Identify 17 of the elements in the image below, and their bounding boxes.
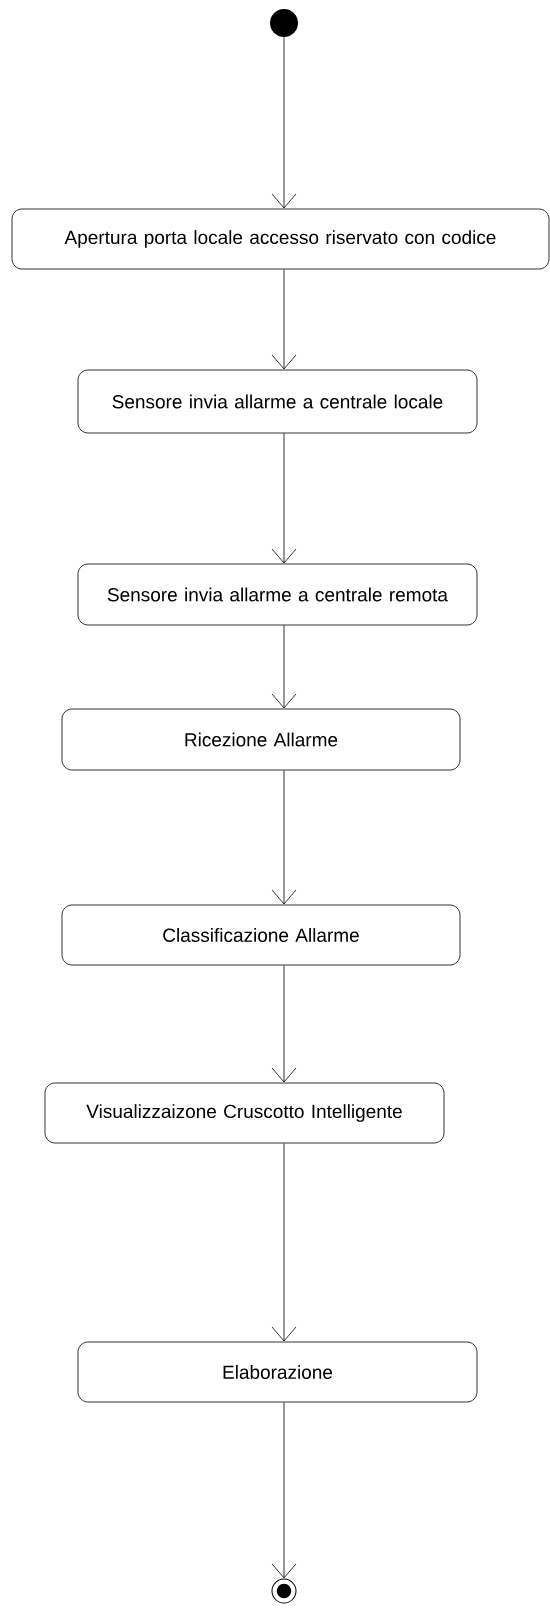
activity-box: Visualizzaizone Cruscotto Intelligente — [44, 1082, 445, 1144]
activity-box: Sensore invia allarme a centrale remota — [77, 563, 478, 626]
arrow — [271, 965, 297, 1083]
activity-box: Apertura porta locale accesso riservato con codice — [11, 208, 550, 270]
arrow — [271, 1402, 297, 1579]
arrow — [271, 770, 297, 905]
arrow — [271, 1143, 297, 1342]
start-node — [270, 9, 298, 37]
arrow — [271, 269, 297, 370]
arrow — [271, 625, 297, 709]
arrow — [271, 36, 297, 209]
activity-box: Sensore invia allarme a centrale locale — [77, 369, 478, 434]
arrow — [271, 433, 297, 564]
activity-box: Ricezione Allarme — [61, 708, 461, 771]
end-node — [271, 1578, 297, 1604]
activity-box: Classificazione Allarme — [61, 904, 461, 966]
activity-box: Elaborazione — [77, 1341, 478, 1403]
